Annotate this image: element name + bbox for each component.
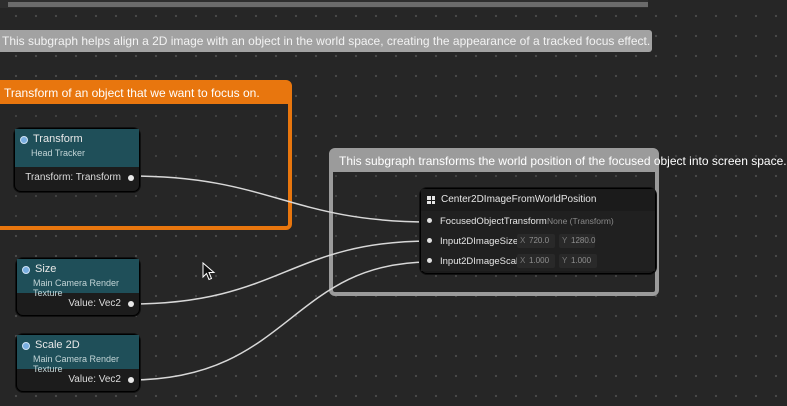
node-size[interactable]: Size Main Camera Render Texture Value: V… xyxy=(16,258,140,316)
image-size-label: Input2DImageSize xyxy=(440,236,519,247)
mouse-cursor-icon xyxy=(202,261,216,281)
input-row-focused-object[interactable]: FocusedObjectTransform None (Transform) xyxy=(421,211,655,231)
input-row-image-scale[interactable]: Input2DImageScale X 1.000 Y 1.000 xyxy=(421,251,655,271)
image-scale-y-field[interactable]: Y 1.000 xyxy=(559,254,597,268)
node-transform-subtitle: Head Tracker xyxy=(31,148,86,158)
scale-output-port[interactable] xyxy=(128,377,134,383)
comment-group-top[interactable]: This subgraph helps align a 2D image wit… xyxy=(0,30,652,52)
image-scale-x-axis: X xyxy=(520,256,526,265)
wire-transform xyxy=(129,175,431,223)
node-size-subtitle: Main Camera Render Texture xyxy=(33,278,120,298)
node-center2dimage[interactable]: Center2DImageFromWorldPosition FocusedOb… xyxy=(420,188,656,274)
input-row-image-size[interactable]: Input2DImageSize X 720.0 Y 1280.0 xyxy=(421,231,655,251)
image-size-y-value: 1280.0 xyxy=(571,236,596,245)
transform-output-port[interactable] xyxy=(128,175,134,181)
comment-group-gray-title: This subgraph transforms the world posit… xyxy=(333,152,787,172)
node-transform-icon xyxy=(20,136,28,144)
node-center-title: Center2DImageFromWorldPosition xyxy=(441,194,597,205)
image-scale-input-port[interactable] xyxy=(427,258,432,263)
node-transform-header: Transform Head Tracker xyxy=(15,129,139,167)
node-size-icon xyxy=(22,266,30,274)
image-scale-x-value: 1.000 xyxy=(529,256,550,265)
node-transform-title: Transform xyxy=(33,133,83,145)
image-size-x-axis: X xyxy=(520,236,526,245)
node-center-header: Center2DImageFromWorldPosition xyxy=(421,189,655,211)
scale-output-label: Value: Vec2 xyxy=(68,374,121,385)
image-size-y-axis: Y xyxy=(562,236,568,245)
focused-object-label: FocusedObjectTransform xyxy=(440,216,547,227)
top-bar xyxy=(8,2,648,7)
subgraph-icon xyxy=(427,196,435,204)
comment-group-top-title: This subgraph helps align a 2D image wit… xyxy=(2,34,651,48)
image-scale-x-field[interactable]: X 1.000 xyxy=(517,254,555,268)
node-scale-title: Scale 2D xyxy=(35,339,80,351)
node-scale-header: Scale 2D Main Camera Render Texture xyxy=(17,335,139,374)
connection-wires xyxy=(129,175,431,381)
node-size-header: Size Main Camera Render Texture xyxy=(17,259,139,298)
image-size-input-port[interactable] xyxy=(427,238,432,243)
focused-object-value[interactable]: None (Transform) xyxy=(547,216,614,226)
transform-output-label: Transform: Transform xyxy=(25,172,121,183)
image-size-y-field[interactable]: Y 1280.0 xyxy=(559,234,595,248)
wire-scale xyxy=(129,261,431,381)
node-scale-icon xyxy=(22,342,30,350)
image-scale-y-value: 1.000 xyxy=(571,256,592,265)
image-scale-label: Input2DImageScale xyxy=(440,256,524,267)
focused-object-input-port[interactable] xyxy=(427,218,432,223)
node-size-title: Size xyxy=(35,263,57,275)
wire-size xyxy=(129,240,431,305)
image-size-x-value: 720.0 xyxy=(529,236,550,245)
image-size-x-field[interactable]: X 720.0 xyxy=(517,234,555,248)
node-transform[interactable]: Transform Head Tracker Transform: Transf… xyxy=(14,128,140,192)
comment-group-orange-title: Transform of an object that we want to f… xyxy=(0,84,288,104)
node-scale-subtitle: Main Camera Render Texture xyxy=(33,354,120,374)
size-output-port[interactable] xyxy=(128,301,134,307)
size-output-label: Value: Vec2 xyxy=(68,298,121,309)
image-scale-y-axis: Y xyxy=(562,256,568,265)
node-scale-2d[interactable]: Scale 2D Main Camera Render Texture Valu… xyxy=(16,334,140,392)
